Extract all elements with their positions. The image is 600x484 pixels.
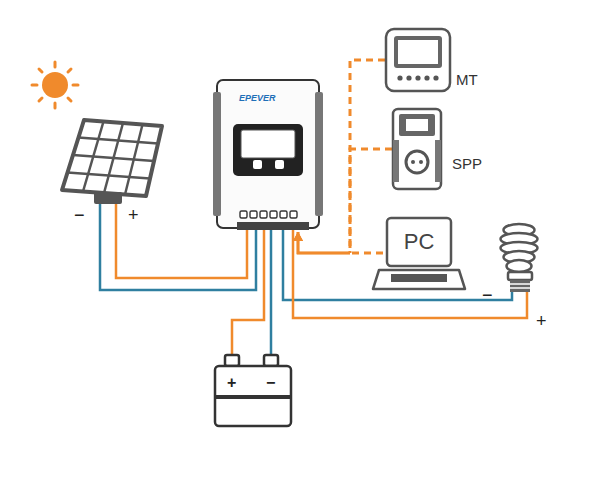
battery-outline xyxy=(213,355,293,427)
pc-laptop: PC xyxy=(383,218,455,290)
charge-controller: EPEVER xyxy=(213,78,323,230)
solar-panel-outline xyxy=(62,120,162,204)
device-label: MT xyxy=(456,72,478,87)
load-bulb-outline xyxy=(490,222,545,292)
spp-device-outline xyxy=(392,108,442,190)
arrow-head xyxy=(293,232,303,241)
sun-icon xyxy=(32,62,78,108)
dashed-link xyxy=(350,60,385,253)
arrow-head xyxy=(293,232,303,241)
wire-line xyxy=(298,232,350,253)
power-wire xyxy=(232,230,264,355)
dashed-link xyxy=(350,149,392,253)
device-label: PC xyxy=(387,231,451,253)
terminal-sign: − xyxy=(74,206,85,224)
power-wire xyxy=(293,230,527,318)
wire-line xyxy=(298,232,350,253)
terminal-sign: + xyxy=(128,206,139,224)
battery: +− xyxy=(213,355,293,427)
wire-line xyxy=(293,230,527,318)
power-wire xyxy=(271,230,272,355)
spp-device: SPP xyxy=(392,108,442,190)
wire-line xyxy=(298,232,350,253)
terminal-sign: + xyxy=(536,312,547,330)
brand-logo: EPEVER xyxy=(239,94,276,103)
dashed-link xyxy=(350,252,383,255)
load-bulb: −+ xyxy=(490,222,545,292)
comm-link xyxy=(293,232,383,253)
device-label: SPP xyxy=(452,156,482,171)
wire-line xyxy=(232,230,264,355)
solar-panel: −+ xyxy=(62,120,162,204)
terminal-sign: − xyxy=(266,375,275,391)
terminal-sign: − xyxy=(482,286,493,304)
arrow-head xyxy=(293,232,303,241)
mt-meter-outline xyxy=(385,28,451,92)
wire-line xyxy=(270,230,273,355)
terminal-sign: + xyxy=(227,375,236,391)
pc-laptop-outline xyxy=(383,218,455,290)
mt-meter: MT xyxy=(385,28,451,92)
